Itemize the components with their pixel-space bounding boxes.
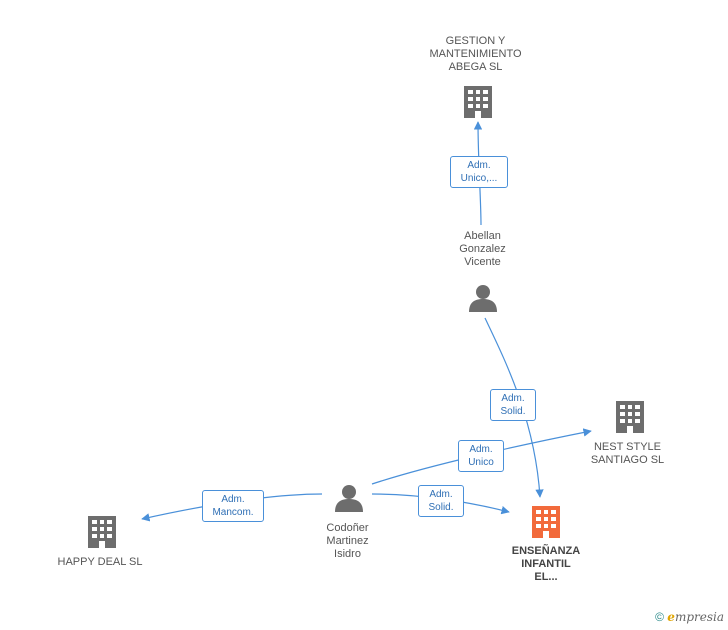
building-icon (88, 516, 116, 548)
person-icon (335, 485, 363, 512)
edge-label-adm-solid-abellan[interactable]: Adm. Solid. (490, 389, 536, 421)
node-label-abellan[interactable]: Abellan Gonzalez Vicente (459, 230, 506, 268)
node-label-gestion[interactable]: GESTION Y MANTENIMIENTO ABEGA SL (429, 35, 522, 73)
brand-logo: empresia (667, 610, 724, 624)
building-icon (464, 86, 492, 118)
node-label-nest[interactable]: NEST STYLE SANTIAGO SL (590, 441, 665, 466)
copyright-icon: © (655, 610, 664, 624)
empresia-watermark[interactable]: © empresia (655, 610, 724, 624)
node-label-happy[interactable]: HAPPY DEAL SL (57, 556, 143, 568)
node-label-ensenanza[interactable]: ENSEÑANZA INFANTIL EL... (511, 545, 581, 583)
edge-label-adm-unico-gestion[interactable]: Adm. Unico,... (450, 156, 508, 188)
person-icon (469, 285, 497, 312)
edge-label-adm-mancom-happy[interactable]: Adm. Mancom. (202, 490, 264, 522)
edge-label-adm-unico-nest[interactable]: Adm. Unico (458, 440, 504, 472)
building-icon (616, 401, 644, 433)
node-label-codoner[interactable]: Codoñer Martinez Isidro (326, 522, 369, 560)
edge-label-adm-solid-codoner[interactable]: Adm. Solid. (418, 485, 464, 517)
building-icon-main (532, 506, 560, 538)
